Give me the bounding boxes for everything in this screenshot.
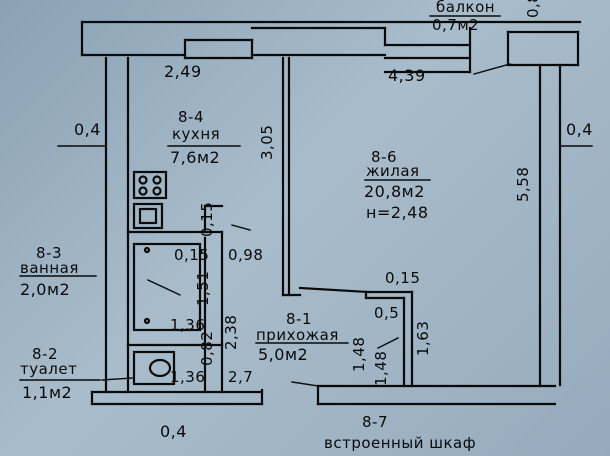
dim-toilet-side-082: 0,82 bbox=[198, 330, 216, 366]
dim-opening-098: 0,98 bbox=[228, 246, 264, 264]
dim-living-depth: 5,58 bbox=[514, 166, 532, 202]
dim-kitchen-width: 2,49 bbox=[164, 62, 202, 81]
balcony-name: балкон bbox=[436, 0, 496, 16]
dim-left-wall: 0,4 bbox=[74, 120, 101, 139]
toilet-fixture bbox=[132, 350, 176, 386]
hallway-area: 5,0м2 bbox=[258, 345, 309, 364]
toilet-area: 1,1м2 bbox=[22, 383, 73, 402]
pointer-arrows bbox=[101, 63, 511, 387]
toilet-name: туалет bbox=[20, 360, 78, 378]
bathroom-code: 8-3 bbox=[36, 244, 62, 262]
closet-code: 8-7 bbox=[362, 413, 388, 431]
dim-bath-wall-151: 1,51 bbox=[194, 270, 212, 306]
kitchen-code: 8-4 bbox=[178, 108, 204, 126]
dim-partition-015-a: 0,15 bbox=[198, 201, 216, 237]
dim-bath-width: 1,36 bbox=[170, 316, 206, 334]
dim-hall-027: 2,7 bbox=[228, 368, 254, 386]
dim-closet-148-a: 1,48 bbox=[350, 336, 368, 372]
living-area: 20,8м2 bbox=[364, 182, 425, 201]
hallway-code: 8-1 bbox=[286, 310, 312, 328]
dim-bath-side-238: 2,38 bbox=[222, 314, 240, 350]
dim-partition-015-b: 0,15 bbox=[174, 246, 210, 264]
dim-living-width: 4,39 bbox=[388, 66, 426, 85]
sink-fixture bbox=[132, 202, 164, 230]
left-exterior-wall bbox=[90, 56, 130, 406]
living-code: 8-6 bbox=[371, 148, 397, 166]
balcony-area: 0,7м2 bbox=[432, 16, 480, 34]
stove-fixture bbox=[132, 170, 168, 200]
dim-bottom-wall: 0,4 bbox=[160, 422, 187, 441]
toilet-walls bbox=[126, 343, 224, 394]
dim-toilet-width: 1,36 bbox=[170, 368, 206, 386]
bathroom-name: ванная bbox=[20, 259, 79, 277]
hallway-name: прихожая bbox=[256, 326, 339, 344]
dim-closet-148-b: 1,48 bbox=[372, 350, 390, 386]
kitchen-name: кухня bbox=[172, 125, 221, 143]
kitchen-living-partition bbox=[281, 56, 370, 297]
bathroom-area: 2,0м2 bbox=[20, 280, 71, 299]
dim-partition-height: 3,05 bbox=[258, 124, 276, 160]
closet-name: встроенный шкаф bbox=[324, 434, 477, 452]
toilet-code: 8-2 bbox=[32, 345, 58, 363]
bottom-exterior-wall bbox=[90, 384, 557, 406]
living-height: н=2,48 bbox=[366, 203, 429, 222]
kitchen-area: 7,6м2 bbox=[170, 148, 221, 167]
label-underlines bbox=[19, 15, 593, 381]
right-exterior-wall bbox=[538, 63, 562, 387]
bathtub-fixture bbox=[132, 242, 202, 332]
dim-top-right-vertical: 0,8 bbox=[524, 0, 542, 18]
closet-walls bbox=[364, 290, 414, 388]
living-name: жилая bbox=[366, 162, 420, 180]
bathroom-walls bbox=[126, 204, 224, 347]
dim-closet-163: 1,63 bbox=[414, 320, 432, 356]
dim-closet-05: 0,5 bbox=[374, 304, 400, 322]
top-exterior-wall bbox=[80, 20, 582, 74]
dim-partition-015-c: 0,15 bbox=[385, 269, 421, 287]
dim-right-wall: 0,4 bbox=[566, 120, 593, 139]
